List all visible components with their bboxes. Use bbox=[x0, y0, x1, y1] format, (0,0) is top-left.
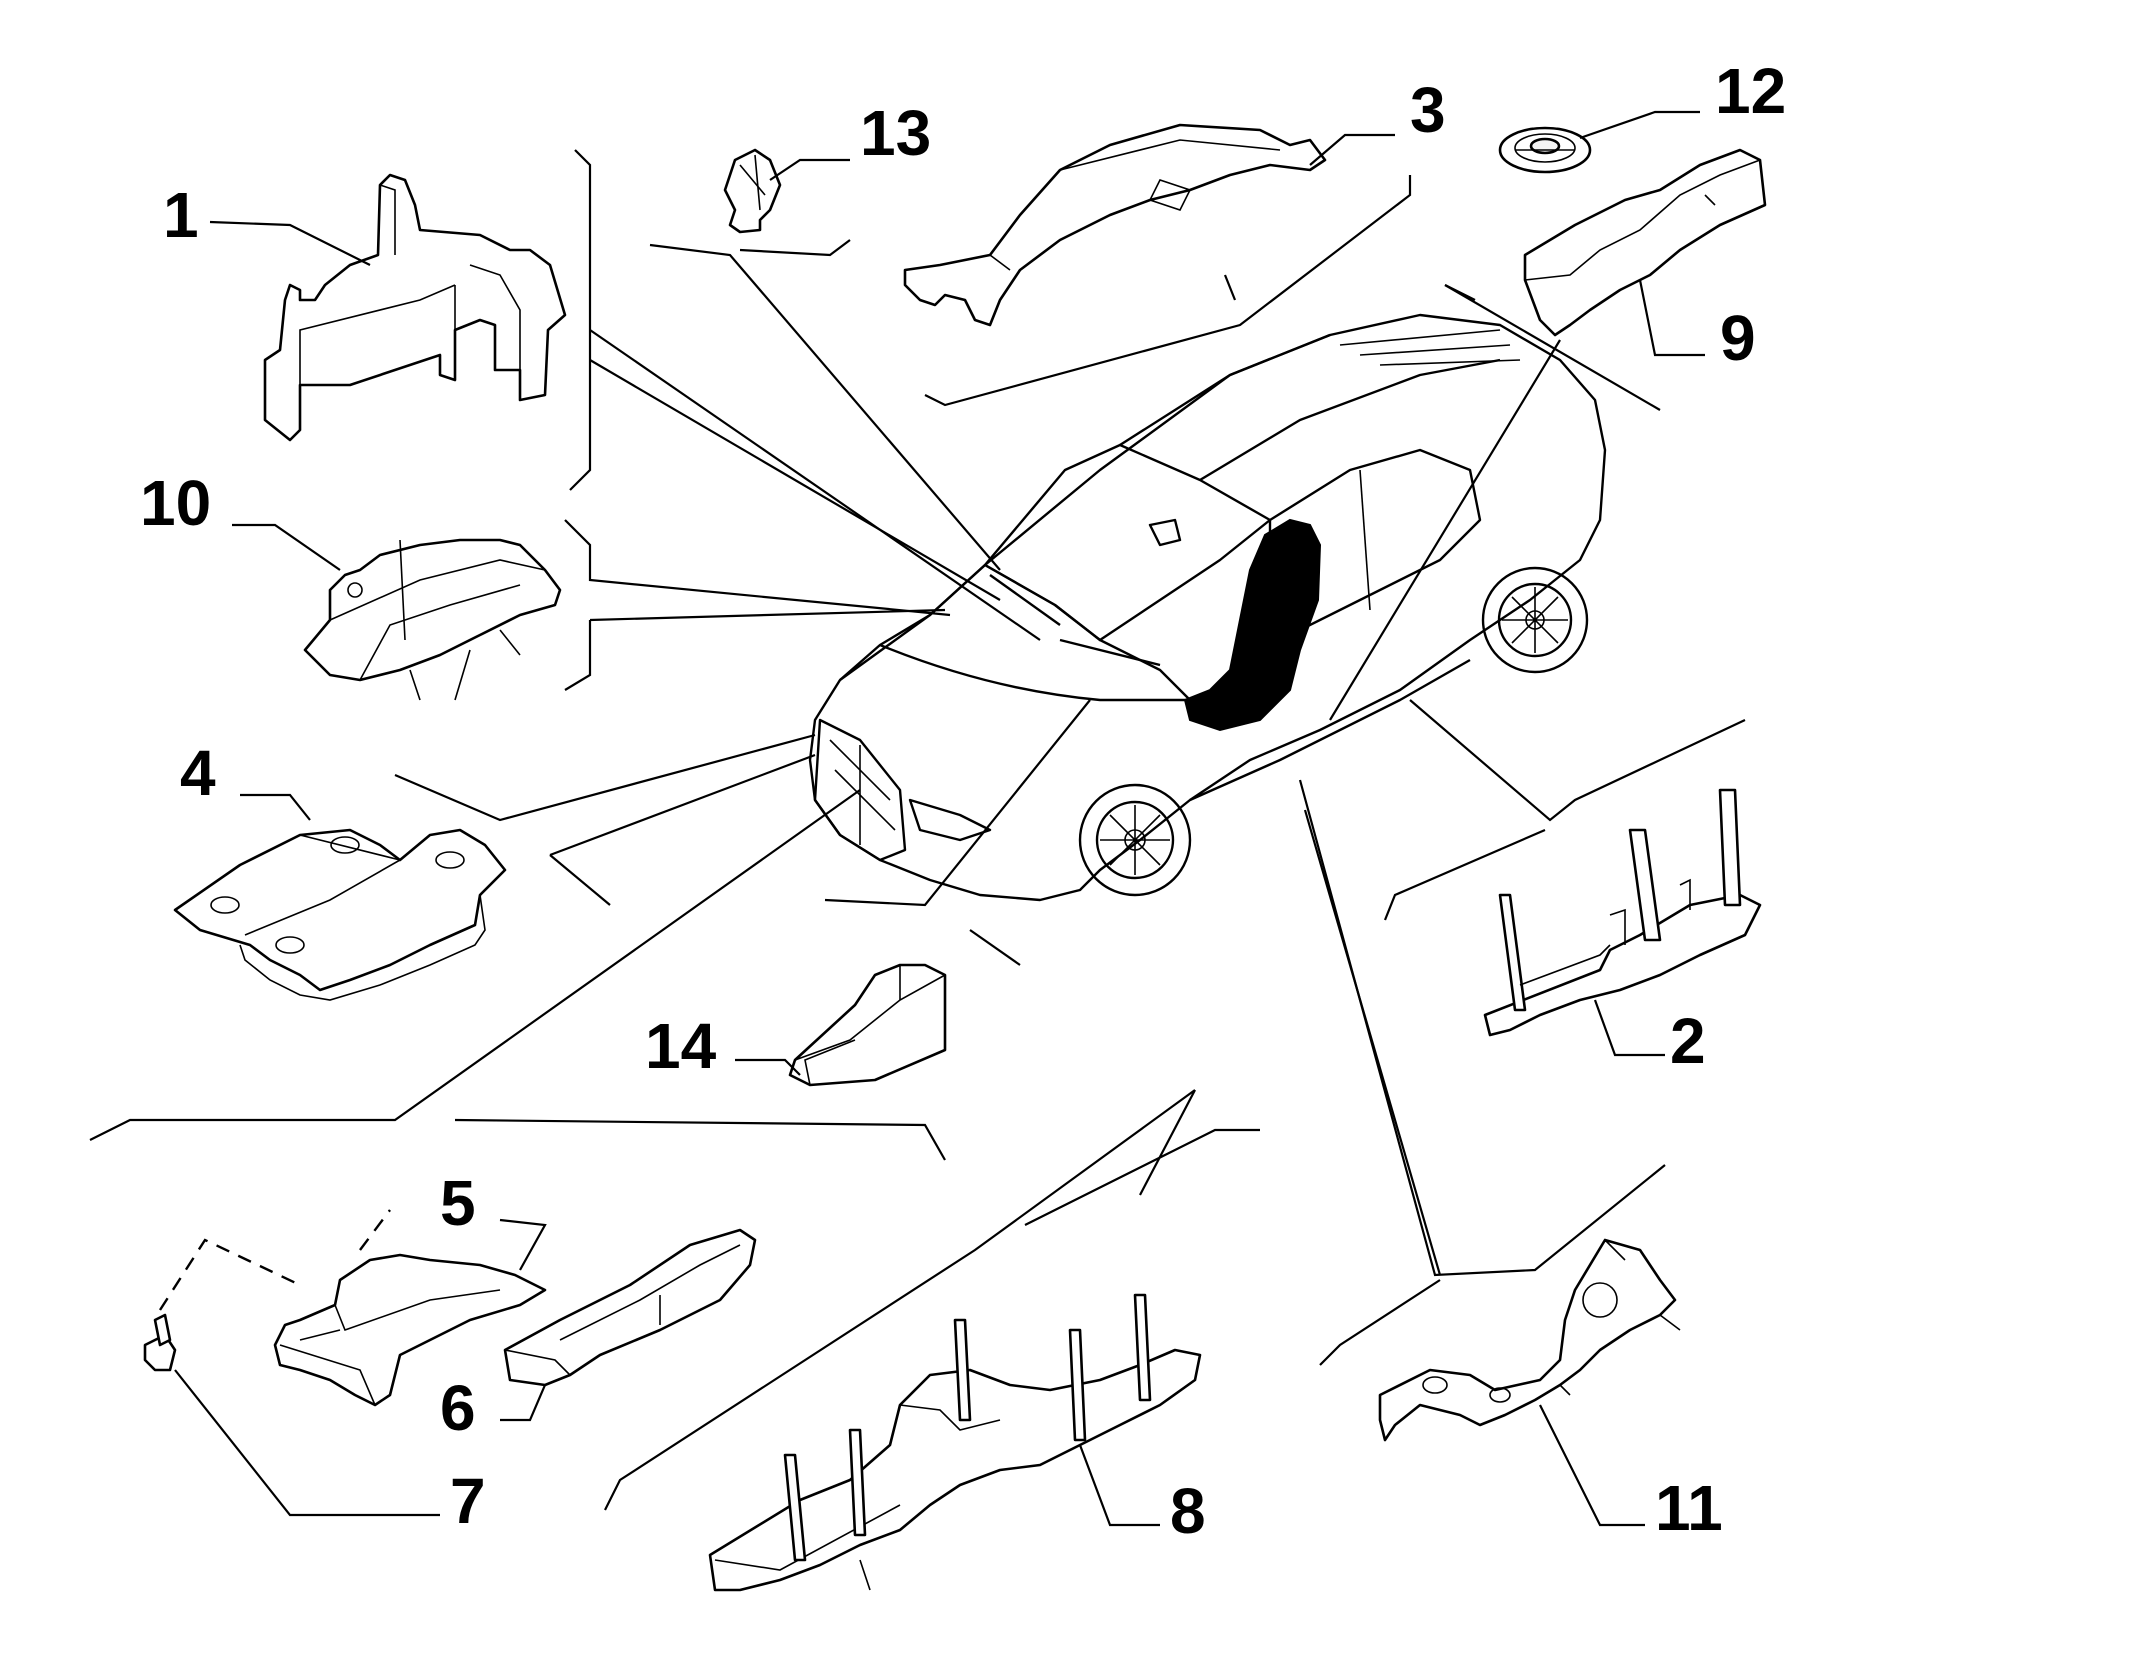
callout-10: 10 bbox=[140, 467, 211, 539]
leader-14 bbox=[735, 1058, 801, 1076]
leader-8 bbox=[1078, 1444, 1160, 1527]
car-outline bbox=[808, 313, 1607, 902]
callout-4: 4 bbox=[180, 737, 216, 809]
leader-1 bbox=[209, 220, 371, 266]
part-4-plate bbox=[173, 828, 507, 1001]
callout-12: 12 bbox=[1715, 55, 1786, 127]
part-7-screw bbox=[143, 1313, 177, 1372]
leader-7 bbox=[174, 1369, 440, 1517]
callout-2: 2 bbox=[1670, 1005, 1706, 1077]
part-6-housing bbox=[503, 1228, 757, 1387]
part-13-clip bbox=[723, 148, 782, 234]
callout-13: 13 bbox=[860, 97, 931, 169]
leader-2 bbox=[1593, 999, 1665, 1057]
part-3-duct bbox=[903, 123, 1327, 327]
leader-5 bbox=[499, 1218, 547, 1271]
callout-6: 6 bbox=[440, 1372, 476, 1444]
leader-10 bbox=[232, 523, 341, 571]
part-9-cover bbox=[1523, 148, 1767, 337]
leader-4 bbox=[240, 793, 311, 821]
seat-silhouette bbox=[1183, 518, 1322, 732]
part-14-block bbox=[788, 963, 947, 1087]
leader-lines bbox=[89, 149, 1746, 1511]
part-10-bracket bbox=[303, 538, 562, 701]
callout-7: 7 bbox=[450, 1465, 486, 1537]
part-1-bracket bbox=[263, 173, 567, 442]
part-8-harness-support bbox=[708, 1293, 1202, 1592]
callout-11: 11 bbox=[1655, 1472, 1723, 1544]
part-11-bracket bbox=[1378, 1238, 1681, 1442]
callout-9: 9 bbox=[1720, 302, 1756, 374]
leader-13 bbox=[769, 158, 850, 181]
callout-8: 8 bbox=[1170, 1475, 1206, 1547]
dashed-line-5 bbox=[359, 1209, 391, 1251]
callout-1: 1 bbox=[163, 179, 199, 251]
leader-3 bbox=[1309, 133, 1395, 166]
callout-14: 14 bbox=[645, 1010, 717, 1082]
leader-12 bbox=[1579, 110, 1700, 140]
leader-6 bbox=[500, 1384, 547, 1422]
part-2-harness-support bbox=[1483, 788, 1762, 1037]
part-5-bracket bbox=[273, 1253, 547, 1407]
callout-3: 3 bbox=[1410, 74, 1446, 146]
leader-11 bbox=[1539, 1404, 1645, 1527]
part-12-grommet bbox=[1498, 126, 1592, 174]
callout-5: 5 bbox=[440, 1167, 476, 1239]
leader-9 bbox=[1638, 279, 1705, 357]
dashed-line-7 bbox=[158, 1238, 301, 1311]
